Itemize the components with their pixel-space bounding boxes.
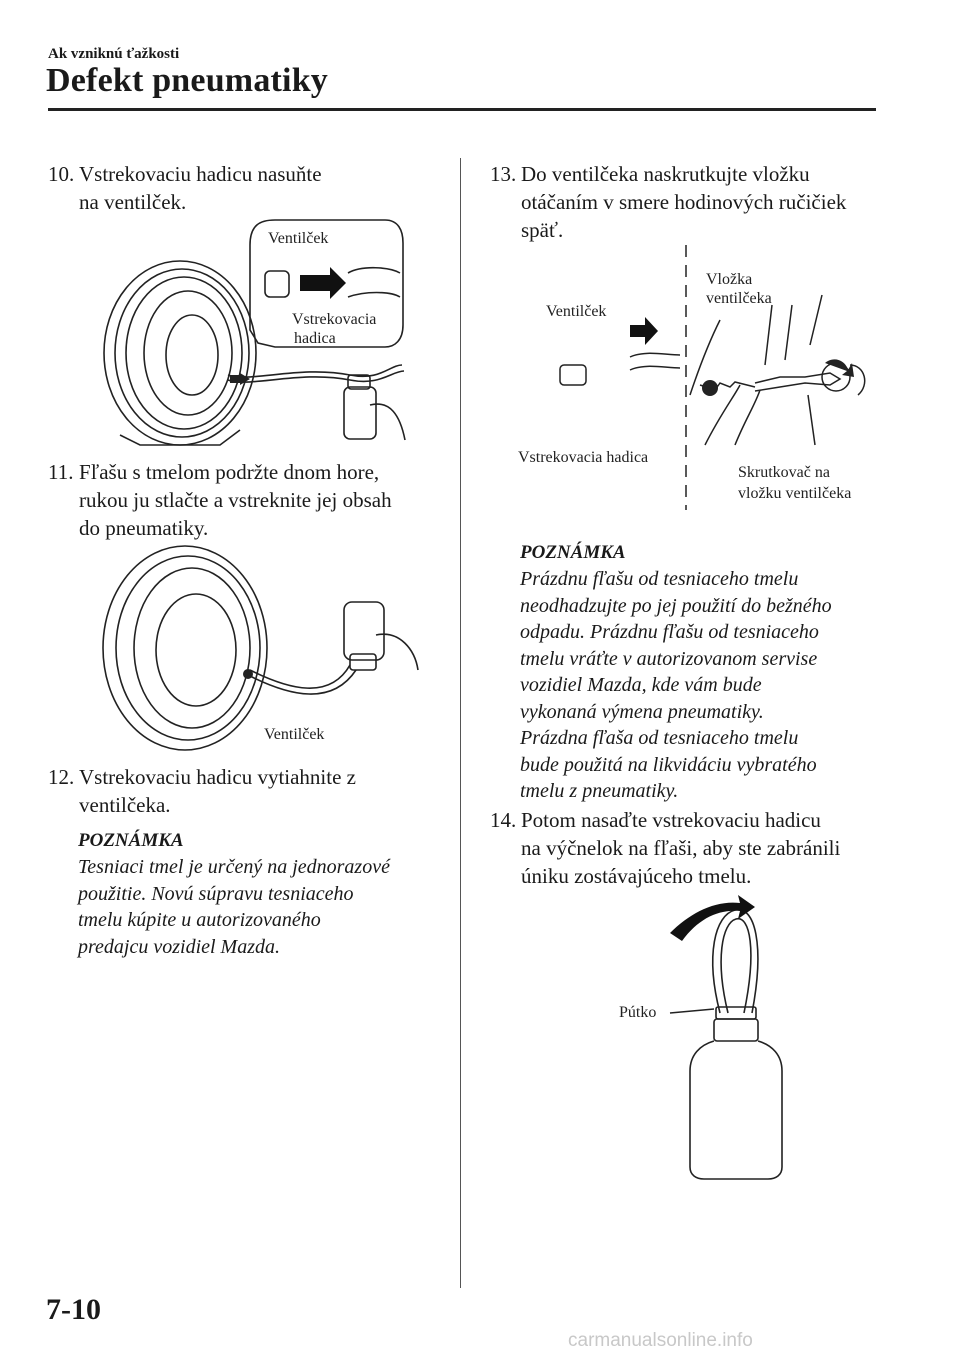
- step-12: 12.Vstrekovaciu hadicu vytiahnite z vent…: [48, 763, 453, 819]
- valve-label: Ventilček: [268, 230, 329, 247]
- page-number: 7-10: [46, 1293, 101, 1326]
- watermark: carmanualsonline.info: [568, 1330, 753, 1351]
- note-line: tmelu vráťte v autorizovanom servise: [520, 647, 818, 670]
- note-line: použitie. Novú súpravu tesniaceho: [78, 882, 354, 905]
- header-rule: [48, 108, 876, 111]
- step-text: do pneumatiky.: [79, 516, 209, 540]
- loop-label: Pútko: [619, 1004, 657, 1021]
- figure-bottle-loop: [669, 895, 783, 1180]
- step-number: 13.: [490, 162, 517, 186]
- hose-label: Vstrekovacia hadica: [518, 449, 649, 466]
- step-text: Potom nasaďte vstrekovaciu hadicu: [521, 808, 821, 832]
- valve-core-label: ventilčeka: [706, 290, 772, 307]
- step-text: na ventilček.: [79, 190, 187, 214]
- figure-bottle-inject: [102, 545, 419, 751]
- note-line: predajcu vozidiel Mazda.: [78, 935, 281, 958]
- note-line: bude použitá na likvidáciu vybratého: [520, 753, 817, 776]
- note-box: POZNÁMKA Prázdnu fľašu od tesniaceho tme…: [520, 540, 880, 805]
- step-text: Do ventilčeka naskrutkujte vložku: [521, 162, 810, 186]
- figure-tire-hose: [103, 219, 406, 446]
- step-text: späť.: [521, 218, 564, 242]
- page-title: Defekt pneumatiky: [46, 62, 329, 99]
- step-text: ventilčeka.: [79, 793, 171, 817]
- tool-label: Skrutkovač na: [738, 464, 830, 481]
- step-number: 14.: [490, 808, 517, 832]
- step-text: otáčaním v smere hodinových ručičiek: [521, 190, 847, 214]
- note-line: Prázdna fľaša od tesniaceho tmelu: [520, 727, 799, 749]
- note-line: vozidiel Mazda, kde vám bude: [520, 674, 762, 696]
- step-text: Fľašu s tmelom podržte dnom hore,: [79, 460, 380, 484]
- step-number: 11.: [48, 460, 74, 484]
- note-box: POZNÁMKA Tesniaci tmel je určený na jedn…: [78, 828, 453, 960]
- note-line: tmelu kúpite u autorizovaného: [78, 909, 321, 931]
- step-text: rukou ju stlačte a vstreknite jej obsah: [79, 488, 392, 512]
- note-line: Prázdnu fľašu od tesniaceho tmelu: [520, 568, 799, 590]
- hose-label: hadica: [294, 330, 336, 347]
- valve-label: Ventilček: [264, 726, 325, 743]
- tool-label: vložku ventilčeka: [738, 485, 852, 502]
- note-line: vykonaná výmena pneumatiky.: [520, 700, 764, 723]
- step-text: úniku zostávajúceho tmelu.: [521, 864, 752, 888]
- hose-label: Vstrekovacia: [292, 311, 377, 328]
- step-14: 14.Potom nasaďte vstrekovaciu hadicu na …: [490, 806, 890, 890]
- step-text: Vstrekovaciu hadicu vytiahnite z: [79, 765, 356, 789]
- column-divider: [460, 158, 461, 1288]
- section-heading: Ak vzniknú ťažkosti: [48, 46, 180, 62]
- valve-label: Ventilček: [546, 303, 607, 320]
- step-11: 11.Fľašu s tmelom podržte dnom hore, ruk…: [48, 458, 453, 542]
- note-line: odpadu. Prázdnu fľašu od tesniaceho: [520, 621, 819, 643]
- step-number: 10.: [48, 162, 75, 186]
- valve-core-label: Vložka: [706, 271, 753, 288]
- note-heading: POZNÁMKA: [520, 542, 626, 563]
- step-number: 12.: [48, 765, 75, 789]
- step-10: 10.Vstrekovaciu hadicu nasuňte na ventil…: [48, 160, 448, 216]
- step-text: Vstrekovaciu hadicu nasuňte: [79, 162, 322, 186]
- step-text: na výčnelok na fľaši, aby ste zabránili: [521, 836, 841, 860]
- figure-valve-core: [559, 245, 866, 510]
- note-line: tmelu z pneumatiky.: [520, 780, 679, 802]
- note-heading: POZNÁMKA: [78, 830, 184, 851]
- note-line: neodhadzujte po jej použití do bežného: [520, 594, 832, 617]
- step-13: 13.Do ventilčeka naskrutkujte vložku otá…: [490, 160, 890, 244]
- note-line: Tesniaci tmel je určený na jednorazové: [78, 856, 390, 878]
